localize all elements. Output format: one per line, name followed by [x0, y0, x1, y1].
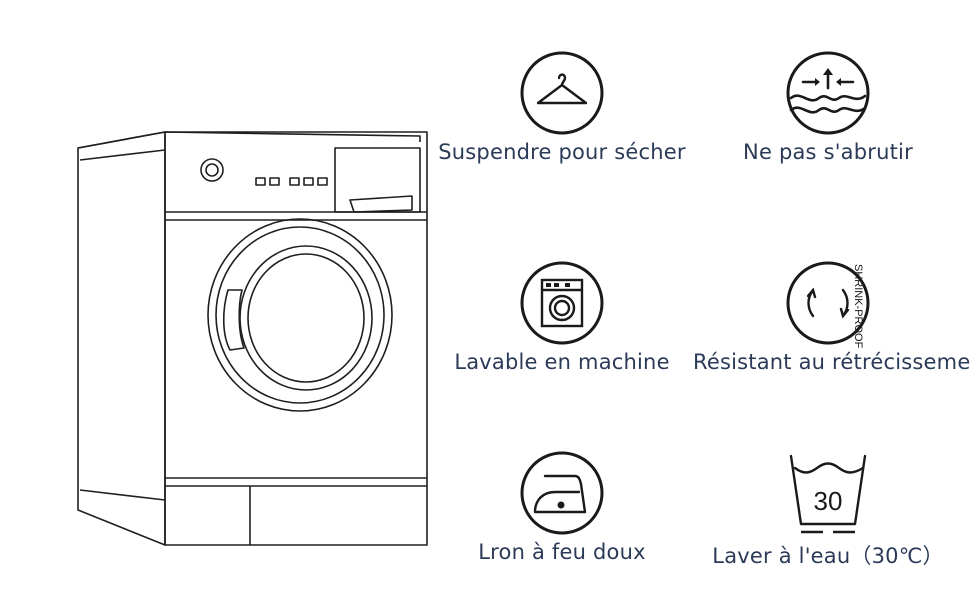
do-not-wring-icon — [786, 51, 870, 135]
care-label-shrink-proof: Résistant au rétrécissement — [693, 350, 970, 374]
care-label-wash-30: Laver à l'eau（30℃） — [712, 544, 944, 568]
care-item-shrink-proof: SHRINK-PROOF Résistant au rétrécissement — [693, 258, 970, 408]
care-label-do-not-wring: Ne pas s'abrutir — [743, 140, 913, 164]
iron-low-heat-icon — [520, 451, 604, 535]
care-item-iron-low-heat: Lron à feu doux — [427, 448, 697, 598]
shrink-proof-badge-text: SHRINK-PROOF — [852, 264, 864, 349]
care-label-machine-washable: Lavable en machine — [454, 350, 670, 374]
care-item-machine-washable: Lavable en machine — [427, 258, 697, 408]
care-label-iron-low-heat: Lron à feu doux — [478, 540, 646, 564]
wash-30-icon: 30 — [789, 454, 867, 534]
care-item-do-not-wring: Ne pas s'abrutir — [693, 48, 963, 198]
hang-dry-icon — [520, 51, 604, 135]
care-item-hang-dry: Suspendre pour sécher — [427, 48, 697, 198]
washing-machine-illustration — [77, 131, 428, 546]
wash-temperature-text: 30 — [814, 486, 843, 516]
care-item-wash-30: 30 Laver à l'eau（30℃） — [693, 448, 963, 598]
care-label-hang-dry: Suspendre pour sécher — [438, 140, 686, 164]
shrink-proof-icon: SHRINK-PROOF — [786, 261, 870, 349]
machine-washable-icon — [520, 261, 604, 345]
